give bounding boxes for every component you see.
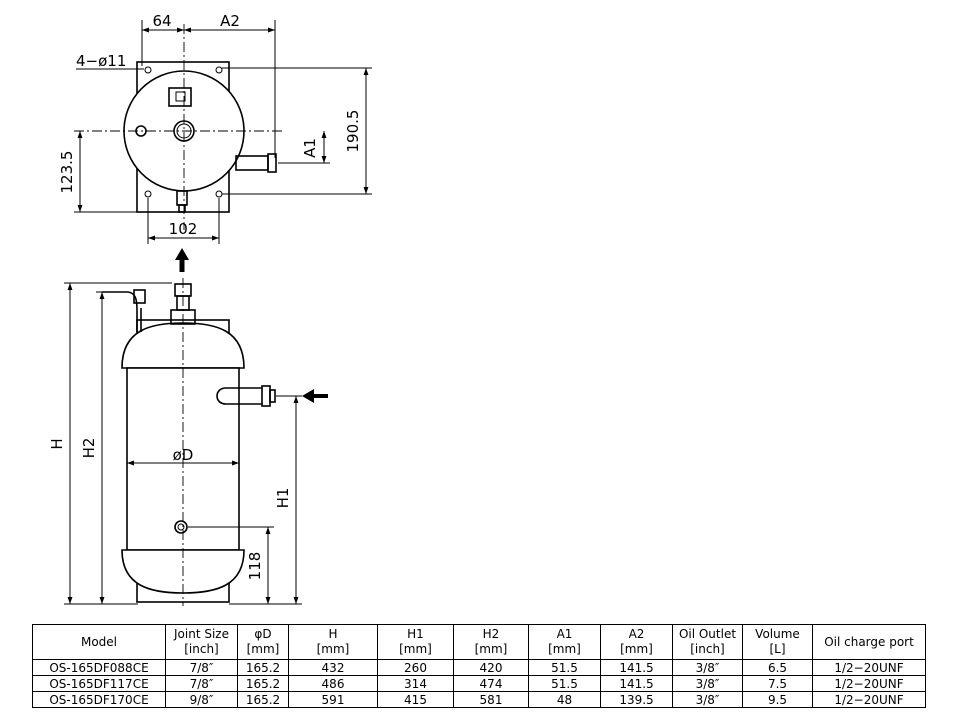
table-cell: 420 xyxy=(453,659,529,676)
header-diameter: φD[mm] xyxy=(237,624,289,660)
table-cell: 6.5 xyxy=(742,659,813,676)
table-cell: OS-165DF117CE xyxy=(32,675,166,692)
hole-callout-label: 4−ø11 xyxy=(76,52,126,70)
table-cell: 51.5 xyxy=(528,675,601,692)
header-h1: H1[mm] xyxy=(377,624,454,660)
side-view: H H2 øD H1 118 xyxy=(48,278,302,606)
table-header-row: Model Joint Size[inch] φD[mm] H[mm] H1[m… xyxy=(32,624,926,660)
header-h2: H2[mm] xyxy=(453,624,529,660)
header-oil-outlet: Oil Outlet[inch] xyxy=(672,624,743,660)
mounting-hole-bl xyxy=(144,190,152,198)
table-cell: 1/2−20UNF xyxy=(812,659,926,676)
table-cell: 314 xyxy=(377,675,454,692)
header-h: H[mm] xyxy=(288,624,378,660)
inlet-pipe-top xyxy=(235,155,269,171)
table-cell: 3/8″ xyxy=(672,659,743,676)
header-oil-charge-port: Oil charge port xyxy=(812,624,926,660)
table-cell: 7.5 xyxy=(742,675,813,692)
table-cell: 7/8″ xyxy=(165,675,238,692)
table-cell: 165.2 xyxy=(237,659,289,676)
table-cell: 474 xyxy=(453,675,529,692)
dim-h2-label: H2 xyxy=(80,438,98,459)
separator-drawing: 64 A2 4−ø11 190.5 A1 123.5 102 xyxy=(48,12,372,606)
table-cell: OS-165DF088CE xyxy=(32,659,166,676)
table-cell: 1/2−20UNF xyxy=(812,675,926,692)
oil-outlet-top xyxy=(176,190,188,206)
dim-a1-label: A1 xyxy=(301,138,319,158)
top-view: 64 A2 4−ø11 190.5 A1 123.5 102 xyxy=(58,12,372,244)
table-cell: 165.2 xyxy=(237,691,289,708)
table-cell: 141.5 xyxy=(600,659,673,676)
header-joint-size: Joint Size[inch] xyxy=(165,624,238,660)
table-cell: 9.5 xyxy=(742,691,813,708)
table-cell: 3/8″ xyxy=(672,675,743,692)
dim-102-label: 102 xyxy=(169,220,198,238)
table-cell: 139.5 xyxy=(600,691,673,708)
table-cell: 581 xyxy=(453,691,529,708)
table-cell: 141.5 xyxy=(600,675,673,692)
oil-charge-pipe xyxy=(102,291,138,332)
dim-h-label: H xyxy=(48,438,66,449)
spec-table: Model Joint Size[inch] φD[mm] H[mm] H1[m… xyxy=(32,624,926,708)
table-row: OS-165DF170CE 9/8″ 165.2 591 415 581 48 … xyxy=(32,691,926,708)
mounting-hole-tr xyxy=(215,66,223,74)
dim-d-label: øD xyxy=(173,446,194,464)
header-volume: Volume[L] xyxy=(742,624,813,660)
table-cell: 1/2−20UNF xyxy=(812,691,926,708)
table-cell: 165.2 xyxy=(237,675,289,692)
table-cell: 260 xyxy=(377,659,454,676)
table-cell: 9/8″ xyxy=(165,691,238,708)
table-cell: 3/8″ xyxy=(672,691,743,708)
table-cell: 591 xyxy=(288,691,378,708)
inlet-flow-arrow xyxy=(302,389,328,403)
dim-1235-label: 123.5 xyxy=(58,151,76,194)
table-cell: 51.5 xyxy=(528,659,601,676)
mounting-hole-br xyxy=(215,190,223,198)
table-cell: 7/8″ xyxy=(165,659,238,676)
dim-h1-label: H1 xyxy=(274,488,292,509)
oil-outlet-port xyxy=(174,520,188,534)
dim-a2-label: A2 xyxy=(220,12,240,30)
inlet-pipe-side xyxy=(216,387,262,405)
table-cell: OS-165DF170CE xyxy=(32,691,166,708)
table-row: OS-165DF117CE 7/8″ 165.2 486 314 474 51.… xyxy=(32,675,926,692)
table-cell: 432 xyxy=(288,659,378,676)
table-cell: 415 xyxy=(377,691,454,708)
header-a1: A1[mm] xyxy=(528,624,601,660)
mounting-hole-tl xyxy=(144,66,152,74)
table-row: OS-165DF088CE 7/8″ 165.2 432 260 420 51.… xyxy=(32,659,926,676)
top-outlet-fitting xyxy=(168,87,192,107)
dim-1905-label: 190.5 xyxy=(344,110,362,153)
header-a2: A2[mm] xyxy=(600,624,673,660)
dim-64-label: 64 xyxy=(152,12,171,30)
table-cell: 48 xyxy=(528,691,601,708)
table-cell: 486 xyxy=(288,675,378,692)
header-model: Model xyxy=(32,624,166,660)
view-direction-arrow xyxy=(175,248,189,272)
dim-118-label: 118 xyxy=(246,552,264,581)
